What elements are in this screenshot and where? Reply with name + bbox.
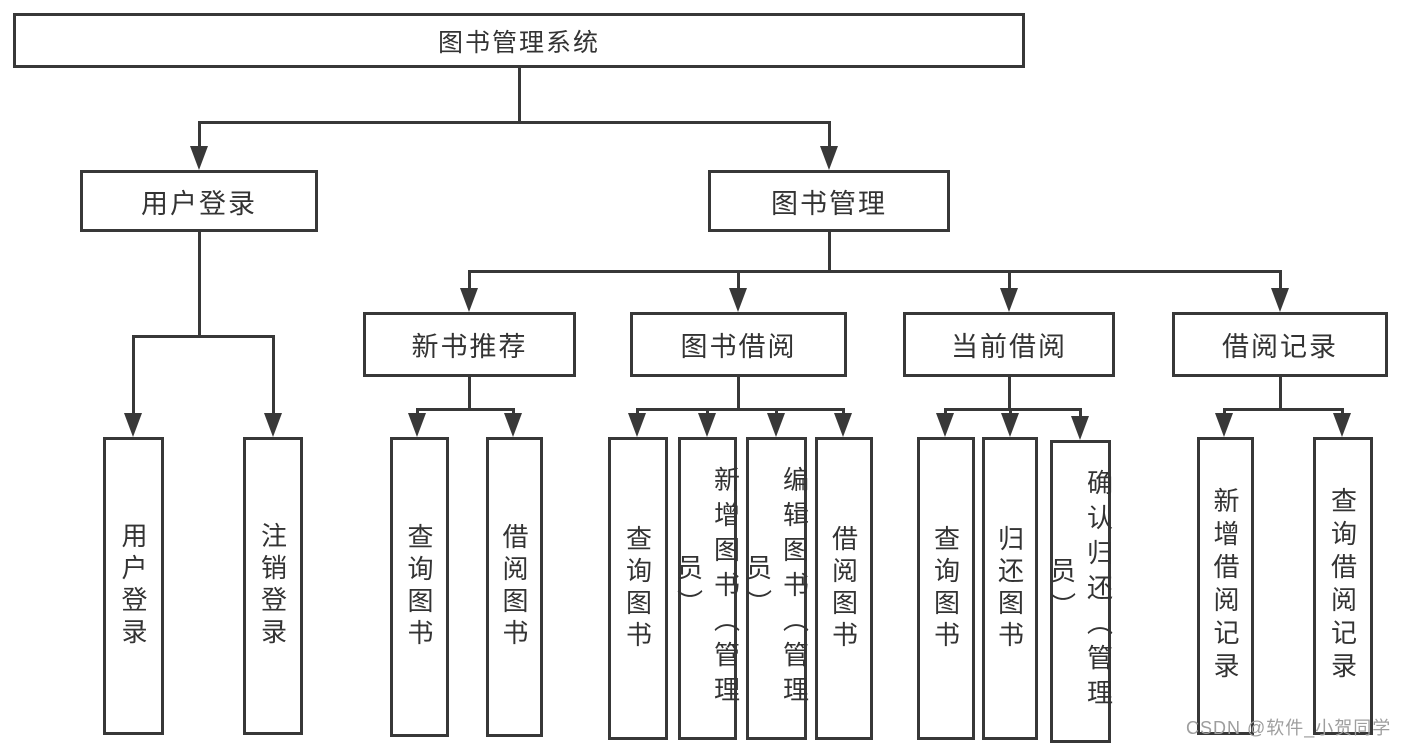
arrowhead-icon [1000, 288, 1018, 312]
connector-line [1223, 408, 1344, 411]
connector-line [198, 121, 201, 147]
connector-line [636, 408, 845, 411]
connector-line [198, 121, 831, 124]
leaf-add-borrow-record: 新增借阅记录 [1197, 437, 1254, 735]
connector-line [1341, 408, 1344, 416]
arrowhead-icon [767, 413, 785, 437]
connector-line [1009, 408, 1012, 416]
node-book-management: 图书管理 [708, 170, 950, 232]
arrowhead-icon [820, 146, 838, 170]
leaf-user-login: 用户登录 [103, 437, 164, 735]
connector-line [775, 408, 778, 416]
leaf-add-books-admin: 新增图书（管理员） [674, 437, 741, 740]
arrowhead-icon [264, 413, 282, 437]
connector-line [828, 121, 831, 147]
arrowhead-icon [1001, 413, 1019, 437]
leaf-query-books-current: 查询图书 [917, 437, 975, 740]
node-book-borrow: 图书借阅 [630, 312, 847, 377]
connector-line [706, 408, 709, 416]
arrowhead-icon [190, 146, 208, 170]
leaf-borrow-books: 借阅图书 [815, 437, 873, 740]
node-current-borrow: 当前借阅 [903, 312, 1115, 377]
leaf-return-books: 归还图书 [982, 437, 1038, 740]
connector-line [1223, 408, 1226, 416]
connector-line [272, 335, 275, 414]
leaf-query-borrow-record: 查询借阅记录 [1313, 437, 1373, 735]
connector-line [132, 335, 275, 338]
connector-line [1079, 408, 1082, 418]
connector-line [198, 232, 201, 335]
node-user-login: 用户登录 [80, 170, 318, 232]
connector-line [737, 270, 740, 290]
arrowhead-icon [729, 288, 747, 312]
connector-line [1008, 270, 1011, 290]
arrowhead-icon [834, 413, 852, 437]
connector-line [1279, 270, 1282, 290]
connector-line [842, 408, 845, 416]
leaf-borrow-books-recommend: 借阅图书 [486, 437, 543, 737]
arrowhead-icon [408, 413, 426, 437]
connector-line [828, 232, 831, 270]
connector-line [468, 270, 471, 290]
csdn-watermark: CSDN @软件_小贺同学 [1186, 718, 1392, 738]
arrowhead-icon [936, 413, 954, 437]
connector-line [518, 68, 521, 121]
arrowhead-icon [1333, 413, 1351, 437]
connector-line [1279, 377, 1282, 408]
arrowhead-icon [628, 413, 646, 437]
connector-line [944, 408, 947, 416]
arrowhead-icon [504, 413, 522, 437]
node-root: 图书管理系统 [13, 13, 1025, 68]
leaf-edit-books-admin: 编辑图书（管理员） [743, 437, 810, 740]
leaf-confirm-return-admin: 确认归还（管理员） [1047, 440, 1114, 743]
connector-line [512, 408, 515, 416]
connector-line [737, 377, 740, 408]
arrowhead-icon [1215, 413, 1233, 437]
arrowhead-icon [124, 413, 142, 437]
arrowhead-icon [1271, 288, 1289, 312]
node-borrow-record: 借阅记录 [1172, 312, 1388, 377]
connector-line [636, 408, 639, 416]
connector-line [1008, 377, 1011, 408]
connector-line [132, 335, 135, 414]
arrowhead-icon [460, 288, 478, 312]
leaf-query-books-recommend: 查询图书 [390, 437, 449, 737]
connector-line [944, 408, 1082, 411]
leaf-query-books-borrow: 查询图书 [608, 437, 668, 740]
arrowhead-icon [1071, 416, 1089, 440]
leaf-logout: 注销登录 [243, 437, 303, 735]
arrowhead-icon [698, 413, 716, 437]
node-new-book-recommend: 新书推荐 [363, 312, 576, 377]
connector-line [468, 270, 1282, 273]
connector-line [416, 408, 419, 416]
connector-line [416, 408, 515, 411]
connector-line [468, 377, 471, 408]
